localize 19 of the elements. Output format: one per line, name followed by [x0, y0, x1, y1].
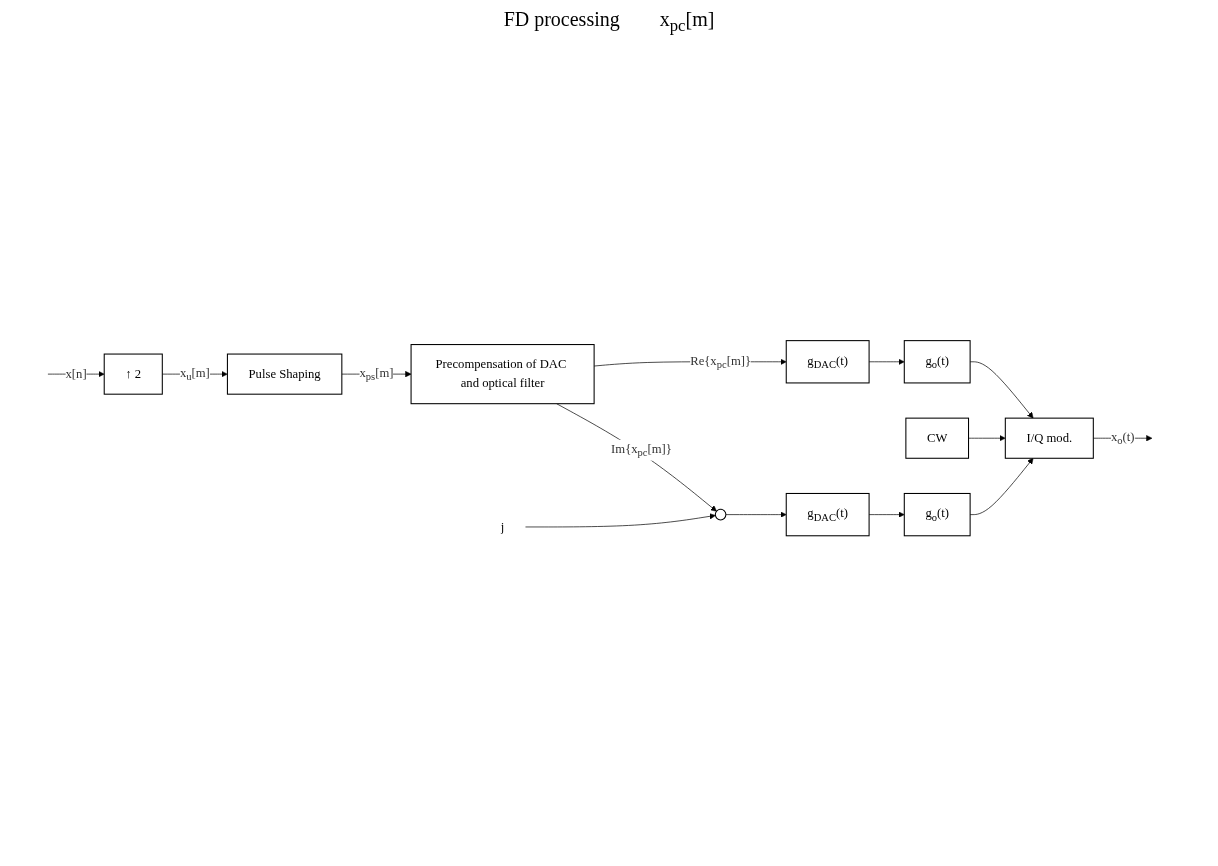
edge-label: x[n] — [65, 366, 87, 381]
annotation-text: x$_{pc}$[m] — [659, 8, 715, 36]
edge-label: Im{x$_{pc}$[m]} — [611, 441, 672, 459]
edge-label: Re{x$_{pc}$[m]} — [690, 353, 752, 371]
node-box: Pulse Shaping — [226, 353, 343, 395]
node-box: Precompensation of DAC and optical filter — [410, 344, 595, 405]
edge-label: x$_{ps}$[m] — [359, 365, 394, 383]
node-box: ↑ 2 — [103, 353, 163, 395]
node-box: g$_{o}$(t) — [903, 340, 971, 384]
node-box: g$_{o}$(t) — [903, 493, 971, 537]
node-box: g$_{DAC}$(t) — [785, 493, 870, 537]
annotation-text: FD processing — [503, 8, 620, 33]
node-text: j — [500, 519, 505, 534]
edge-label: x$_{u}$[m] — [179, 365, 210, 383]
node-box: g$_{DAC}$(t) — [785, 340, 870, 384]
node-box: CW — [905, 417, 970, 459]
node-circle — [714, 509, 727, 521]
edge-label: x$_{o}$(t) — [1110, 429, 1135, 447]
node-box: I/Q mod. — [1004, 417, 1094, 459]
